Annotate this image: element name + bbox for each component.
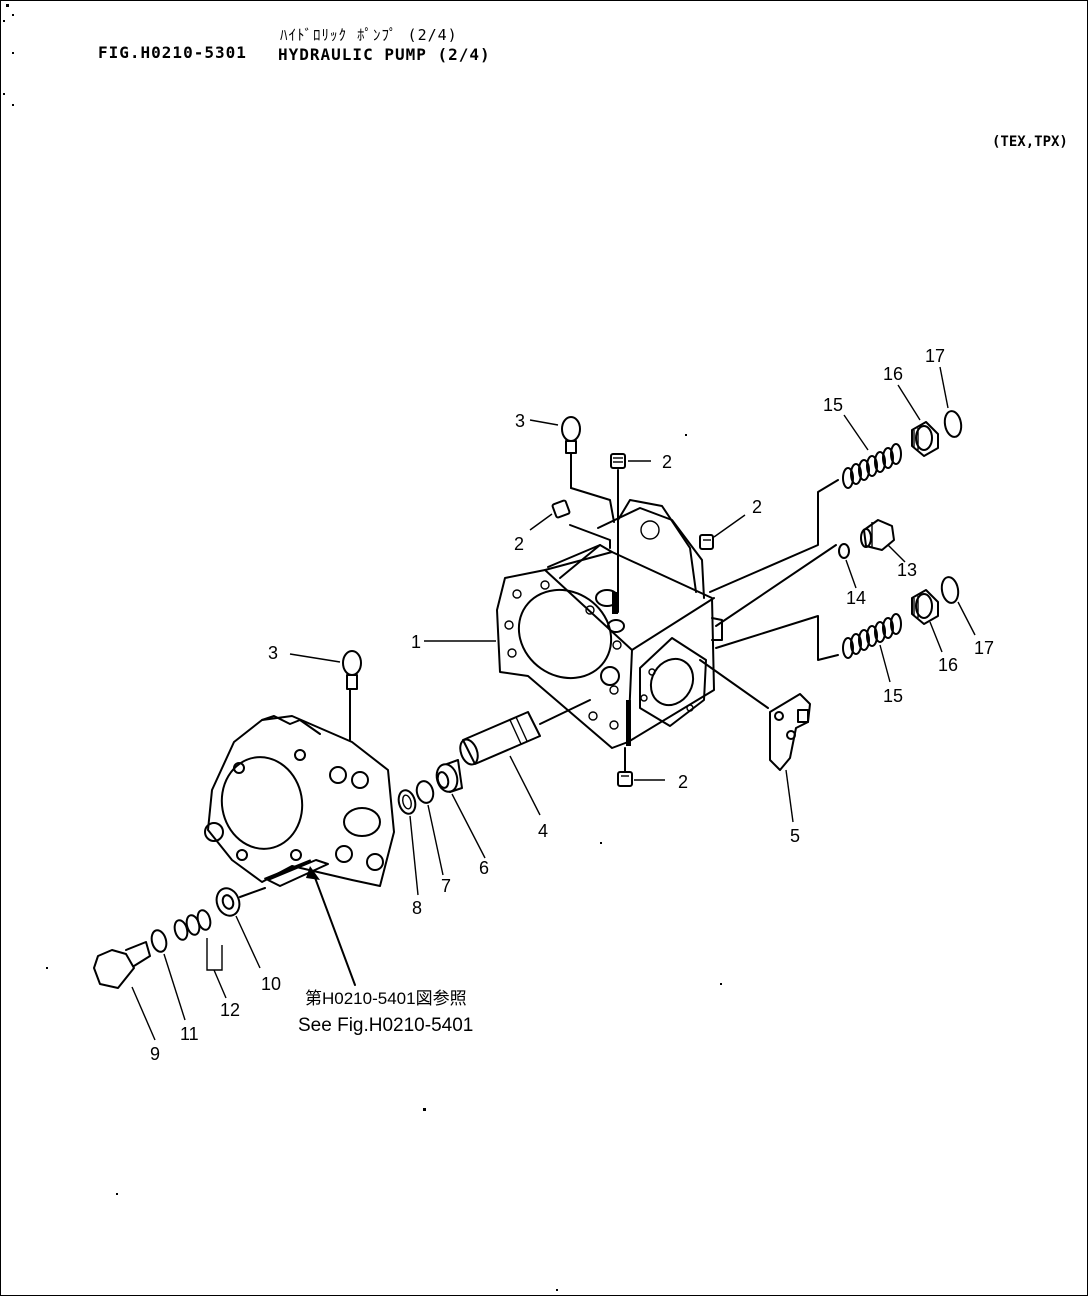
- callout-12: 12: [220, 1000, 240, 1020]
- callout-9: 9: [150, 1044, 160, 1064]
- plug-16-upper: [897, 384, 939, 457]
- variant-code: (TEX,TPX): [992, 134, 1068, 150]
- front-housing: [204, 715, 395, 986]
- callout-7: 7: [441, 876, 451, 896]
- spring-15-upper: [842, 414, 902, 489]
- title-japanese: ﾊｲﾄﾞﾛﾘｯｸ ﾎﾟﾝﾌﾟ (2/4): [280, 26, 458, 44]
- callout-2-right: 2: [752, 497, 762, 517]
- eye-bolt-upper: [529, 416, 615, 523]
- washer-11: [150, 929, 186, 1021]
- callout-16-upper: 16: [883, 364, 903, 384]
- callout-8: 8: [412, 898, 422, 918]
- spring-15-lower: [842, 613, 902, 683]
- ring-8: [397, 789, 419, 896]
- reference-note-en: See Fig.H0210-5401: [298, 1015, 473, 1036]
- callout-15-upper: 15: [823, 395, 843, 415]
- plug-13: [860, 519, 906, 563]
- callout-5: 5: [790, 826, 800, 846]
- plug-right: [699, 514, 746, 550]
- callout-16-lower: 16: [938, 655, 958, 675]
- pump-casing: [496, 499, 723, 749]
- valve-block: [699, 659, 811, 823]
- spool: [459, 699, 591, 816]
- title-english: HYDRAULIC PUMP (2/4): [278, 45, 491, 64]
- plug-left: [529, 499, 571, 531]
- bolt-9: [93, 941, 156, 1041]
- callout-15-lower: 15: [883, 686, 903, 706]
- scan-specks: [3, 4, 722, 1291]
- callout-4: 4: [538, 821, 548, 841]
- callout-11: 11: [180, 1024, 199, 1044]
- callout-2-left: 2: [514, 534, 524, 554]
- callout-17-upper: 17: [925, 346, 945, 366]
- callout-13: 13: [897, 560, 917, 580]
- plug-top: [610, 453, 651, 613]
- shims-12: [173, 909, 227, 999]
- callout-2-top: 2: [662, 452, 672, 472]
- callout-10: 10: [261, 974, 281, 994]
- bush-10: [215, 887, 266, 969]
- callout-3-lower: 3: [268, 643, 278, 663]
- o-ring-14: [838, 543, 857, 589]
- o-ring-17-lower: [940, 576, 976, 636]
- callout-17-lower: 17: [974, 638, 994, 658]
- callout-2-bottom: 2: [678, 772, 688, 792]
- plug-bottom: [617, 747, 665, 787]
- o-ring-17-upper: [939, 366, 963, 438]
- figure-id: FIG.H0210-5301: [98, 43, 247, 62]
- callout-1: 1: [411, 632, 421, 652]
- bushing-6: [435, 759, 486, 859]
- plug-16-lower: [911, 589, 943, 653]
- callout-14: 14: [846, 588, 866, 608]
- reference-note-jp: 第H0210-5401図参照: [305, 989, 467, 1008]
- o-ring-7: [415, 780, 444, 876]
- eye-bolt-lower: [289, 650, 362, 741]
- callout-6: 6: [479, 858, 489, 878]
- callout-3-upper: 3: [515, 411, 525, 431]
